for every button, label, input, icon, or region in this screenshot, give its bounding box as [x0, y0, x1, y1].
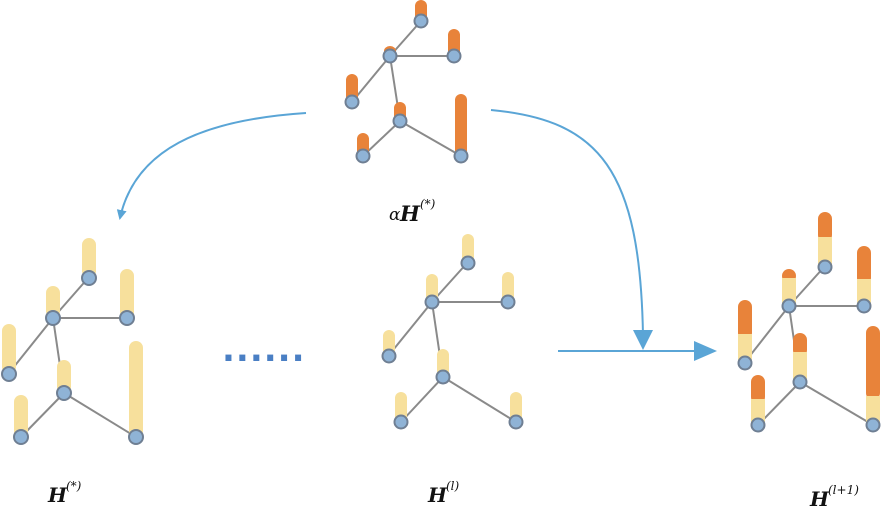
label-h-l-main: H	[427, 483, 448, 507]
graph-h-l-plus-1	[737, 212, 881, 433]
graph-alpha-h-star-nodes	[344, 13, 469, 164]
label-alpha-h-star-main: H	[399, 201, 421, 226]
label-h-l-plus-1: H (l+1)	[809, 483, 859, 511]
graph-h-l-edges	[388, 261, 517, 423]
graph-alpha-h-star-edges	[351, 20, 462, 157]
label-h-l-plus-1-main: H	[809, 487, 830, 511]
graph-h-l-plus-1-nodes	[737, 259, 881, 433]
curved-arrow-left	[116, 112, 307, 220]
graph-h-l-bars	[383, 234, 522, 423]
label-h-star-sup: (*)	[66, 479, 82, 493]
graph-h-star	[1, 238, 144, 445]
curved-arrow-right	[490, 109, 644, 336]
curved-arrow-right-head	[633, 330, 653, 350]
ellipsis-dots: ......	[222, 330, 306, 370]
straight-arrow-head	[694, 341, 717, 361]
label-h-star-main: H	[47, 483, 68, 507]
label-h-l-sup: (l)	[446, 479, 460, 493]
graph-h-l-plus-1-bars	[738, 212, 880, 426]
graph-alpha-h-star-bars	[346, 0, 467, 157]
graph-h-l-nodes	[381, 255, 524, 430]
graph-h-l	[381, 234, 524, 430]
graph-h-star-edges	[8, 276, 137, 438]
label-h-l-plus-1-sup: (l+1)	[828, 483, 859, 497]
label-alpha-h-star-sup: (*)	[420, 197, 436, 211]
label-h-l: H (l)	[427, 479, 460, 507]
label-h-star: H (*)	[47, 479, 82, 507]
label-alpha-h-star: α H (*)	[389, 197, 436, 226]
graph-alpha-h-star	[344, 0, 469, 164]
graph-h-star-bars	[2, 238, 143, 438]
label-alpha-symbol: α	[389, 205, 401, 225]
graph-h-star-nodes	[1, 270, 144, 445]
